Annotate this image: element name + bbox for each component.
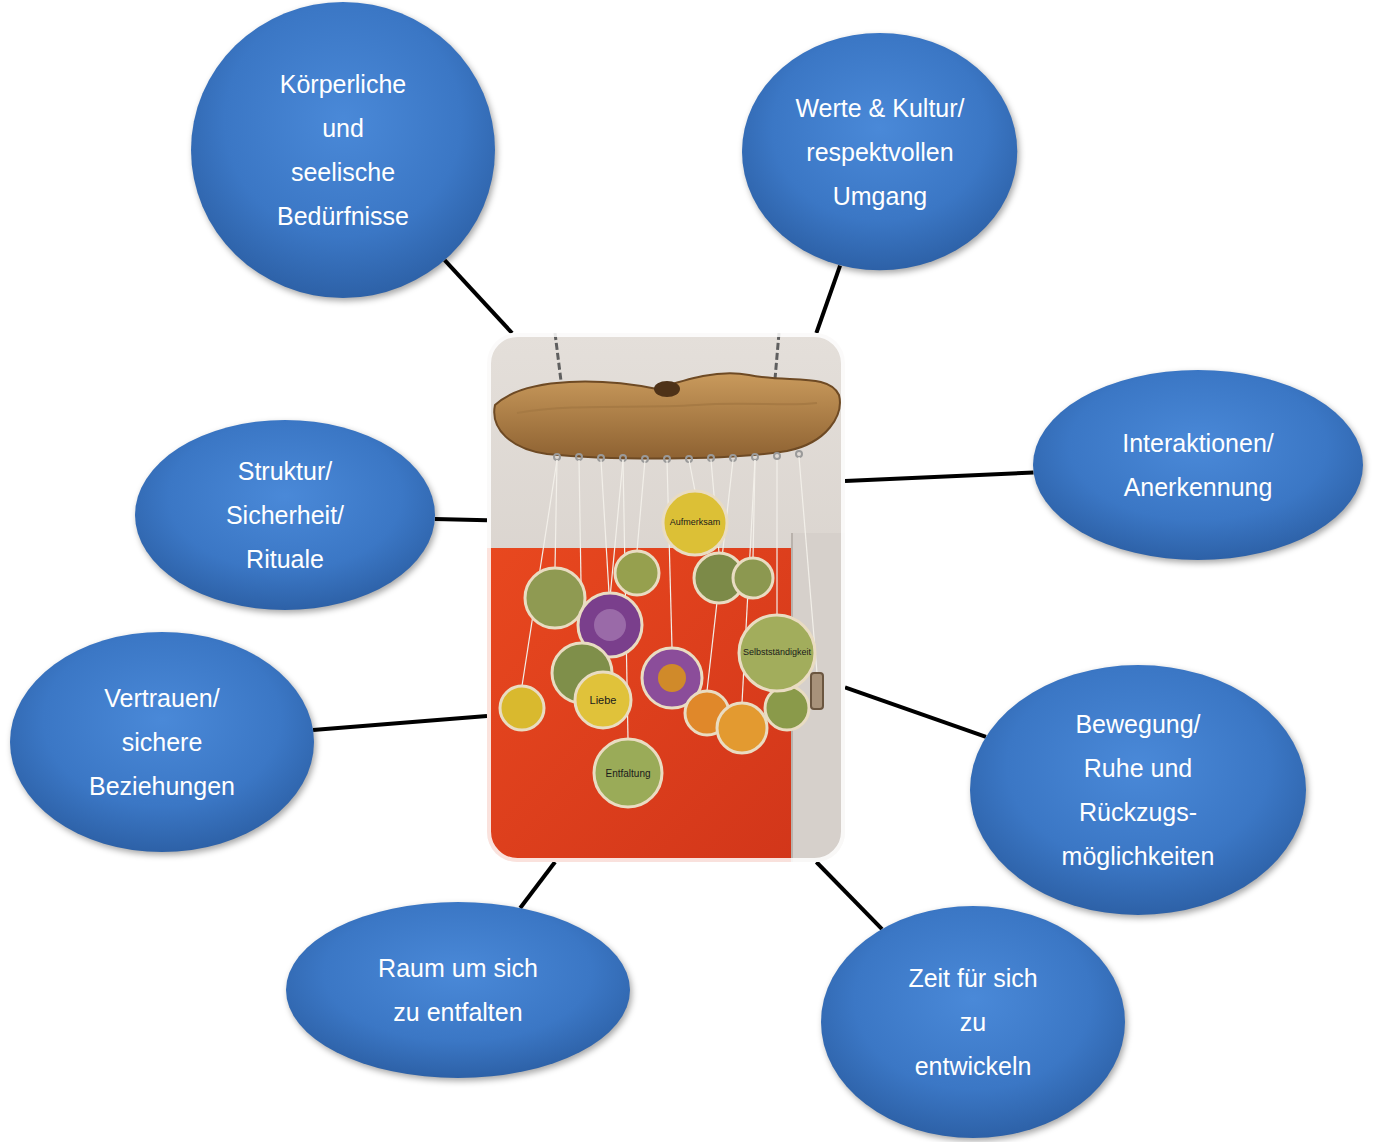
label-box: Interaktionen/ Anerkennung xyxy=(1098,421,1298,509)
photo-node: AufmerksamSelbstständigkeitLiebeEntfaltu… xyxy=(487,333,845,862)
topic-ellipse: Vertrauen/ sichere Beziehungen xyxy=(10,632,314,852)
node-label: Struktur/ Sicherheit/ Rituale xyxy=(210,449,360,581)
connector-line xyxy=(435,519,487,520)
ellipse-shape xyxy=(135,420,435,610)
node-label: Interaktionen/ Anerkennung xyxy=(1098,421,1298,509)
disc-label: Aufmerksam xyxy=(670,518,721,528)
ellipse-shape xyxy=(191,2,495,298)
connector-line xyxy=(845,687,986,736)
topic-ellipse: Interaktionen/ Anerkennung xyxy=(1033,370,1363,560)
topic-ellipse: Raum um sich zu entfalten xyxy=(286,902,630,1078)
topic-ellipse: Bewegung/ Ruhe und Rückzugs- möglichkeit… xyxy=(970,665,1306,915)
connector-line xyxy=(520,862,555,908)
node-label: Bewegung/ Ruhe und Rückzugs- möglichkeit… xyxy=(1056,702,1221,878)
node-label: Vertrauen/ sichere Beziehungen xyxy=(82,676,242,808)
topic-ellipse: Struktur/ Sicherheit/ Rituale xyxy=(135,420,435,610)
wind-chime-photo xyxy=(487,333,845,862)
ellipse-outline xyxy=(1033,370,1363,560)
ellipse-shape xyxy=(10,632,314,852)
ellipse-shape xyxy=(742,33,1017,270)
node-label: Raum um sich zu entfalten xyxy=(371,946,546,1034)
connector-line xyxy=(816,862,882,929)
ellipse-outline xyxy=(191,2,495,298)
label-box: Zeit für sich zu entwickeln xyxy=(903,956,1043,1088)
topic-ellipse: Zeit für sich zu entwickeln xyxy=(821,906,1125,1138)
connector-line xyxy=(313,716,487,730)
label-box: Körperliche und seelische Bedürfnisse xyxy=(271,62,416,238)
disc-label: Selbstständigkeit xyxy=(743,648,811,658)
node-label: Zeit für sich zu entwickeln xyxy=(903,956,1043,1088)
label-box: Raum um sich zu entfalten xyxy=(371,946,546,1034)
ellipse-outline xyxy=(286,902,630,1078)
disc-label: Liebe xyxy=(590,694,617,706)
label-box: Bewegung/ Ruhe und Rückzugs- möglichkeit… xyxy=(1056,702,1221,878)
connector-line xyxy=(816,266,840,333)
connector-line xyxy=(445,260,512,333)
disc-label: Entfaltung xyxy=(605,768,650,779)
ellipse-shape xyxy=(970,665,1306,915)
node-label: Körperliche und seelische Bedürfnisse xyxy=(271,62,416,238)
connector-line xyxy=(845,473,1034,482)
label-box: Vertrauen/ sichere Beziehungen xyxy=(82,676,242,808)
node-label: Werte & Kultur/ respektvollen Umgang xyxy=(780,86,980,218)
ellipse-shape xyxy=(286,902,630,1078)
ellipse-shape xyxy=(1033,370,1363,560)
ellipse-outline xyxy=(970,665,1306,915)
label-box: Werte & Kultur/ respektvollen Umgang xyxy=(780,86,980,218)
topic-ellipse: Werte & Kultur/ respektvollen Umgang xyxy=(742,33,1017,270)
label-box: Struktur/ Sicherheit/ Rituale xyxy=(210,449,360,581)
topic-ellipse: Körperliche und seelische Bedürfnisse xyxy=(191,2,495,298)
ellipse-shape xyxy=(821,906,1125,1138)
